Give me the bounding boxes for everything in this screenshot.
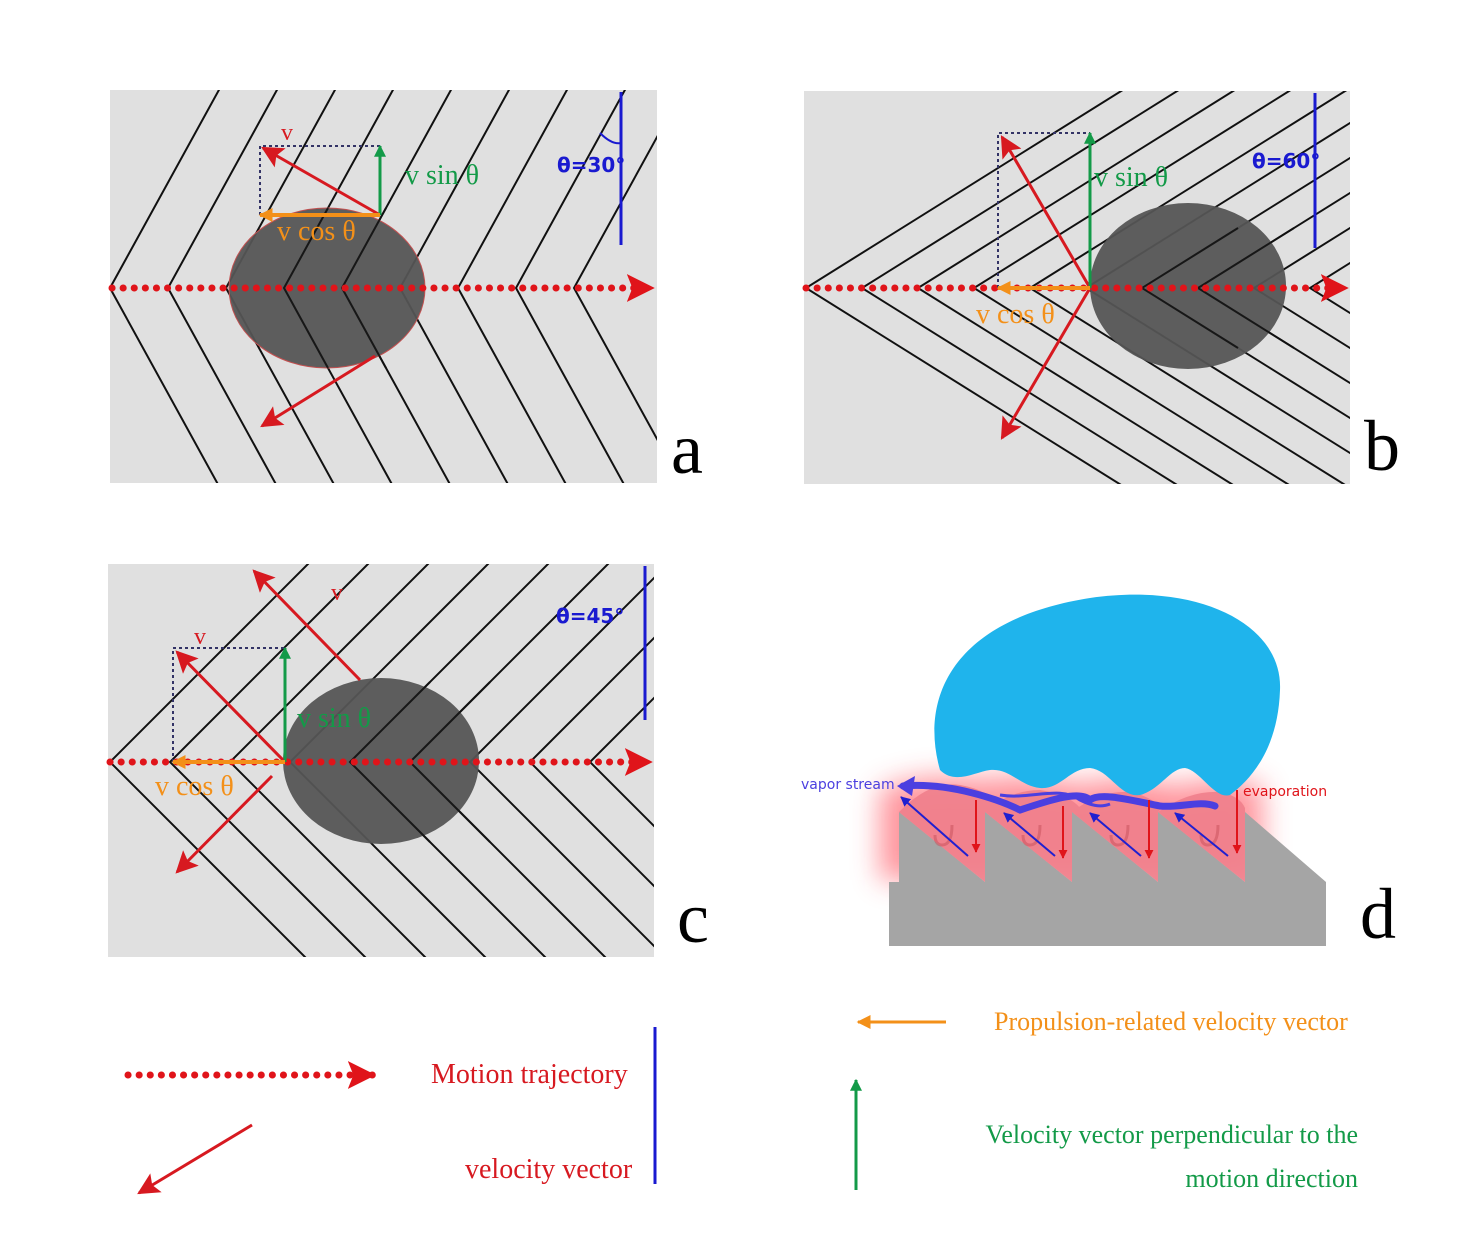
panel-c-velocity-arrow [175,650,287,764]
panel-c-stripe-2 [168,564,370,957]
legend: Motion trajectory velocity vector Propul… [124,1007,1358,1195]
panel-a-stripe-8 [514,90,627,483]
panel-b-component-box [997,132,1090,288]
panel-c-velocity-arrow-top [252,569,362,682]
panel-a-v-label: v [281,120,293,146]
panel-c-theta-label: θ=45° [556,604,624,628]
panel-a-stripe-over-1 [282,207,329,369]
panel-d-vapor-label: vapor stream [801,777,895,793]
panel-a-vcos-label: v cos θ [277,216,356,247]
panel-d-substrate [889,812,1326,946]
panel-a-letter: a [671,409,703,489]
panel-d-droplet [934,594,1281,796]
panel-d-vapor-arrow-3 [1089,812,1142,857]
panel-a-velocity-arrow [261,146,381,217]
legend-velocity-symbol [137,1123,253,1195]
panel-c-velocity-arrow-lower [175,774,274,874]
panel-b-vcos-label: v cos θ [976,299,1055,330]
panel-d-vapor-stream [899,781,1219,814]
panel-a-theta-arc [599,132,622,145]
panel-d-vapor-arrowhead [897,776,915,796]
panel-c: θ=45° v v v sin θ v cos θ c [106,564,709,958]
legend-velocity-label: velocity vector [465,1154,633,1185]
legend-propulsion-label: Propulsion-related velocity vector [994,1007,1348,1036]
panel-d-letter: d [1360,874,1396,954]
panel-a-stripe-1 [110,90,221,483]
panel-c-vcos-label: v cos θ [155,771,234,802]
panel-c-letter: c [677,878,709,958]
panel-b-velocity-arrow-lower [1000,287,1092,440]
panel-a: θ=30° v v sin θ v cos θ a [108,90,703,489]
panel-d: vapor stream evaporation d [801,594,1396,954]
panel-a-theta-label: θ=30° [557,153,625,177]
panel-c-component-box [172,647,285,762]
panel-b-droplet [1090,203,1286,369]
legend-trajectory-label: Motion trajectory [431,1059,628,1090]
panel-c-stripe-over-1 [348,681,431,843]
panel-b-theta-label: θ=60° [1252,149,1320,173]
panel-d-evaporation-arrows [971,790,1242,859]
panel-b-stripe-10 [1308,261,1350,315]
panel-d-vapor-arrow-1 [900,796,969,857]
panel-c-droplet [283,678,479,844]
panel-d-evaporation-label: evaporation [1243,784,1327,800]
panel-b-letter: b [1364,406,1400,486]
panel-d-curl-marks [933,824,1220,847]
legend-perpendicular-label-line2: motion direction [1185,1164,1358,1193]
panel-a-vsin-label: v sin θ [405,160,479,191]
panel-c-vsin-label: v sin θ [297,703,371,734]
legend-perpendicular-label-line1: Velocity vector perpendicular to the [985,1120,1358,1149]
panel-d-vapor-arrows [900,796,1229,857]
panel-b: θ=60° v sin θ v cos θ b [802,91,1400,486]
panel-a-velocity-arrow-lower [260,354,376,428]
panel-a-stripe-9 [572,135,657,441]
panel-c-v-label-left: v [194,624,206,650]
panel-d-vapor-stream-thin [999,791,1111,808]
panel-d-vapor-arrow-4 [1174,812,1229,857]
panel-c-v-label-top: v [331,580,343,606]
panel-d-vapor-arrow-2 [1003,812,1056,857]
panel-b-velocity-arrow [1000,135,1092,289]
panel-a-component-box [259,145,380,215]
panel-b-vsin-label: v sin θ [1094,162,1168,193]
